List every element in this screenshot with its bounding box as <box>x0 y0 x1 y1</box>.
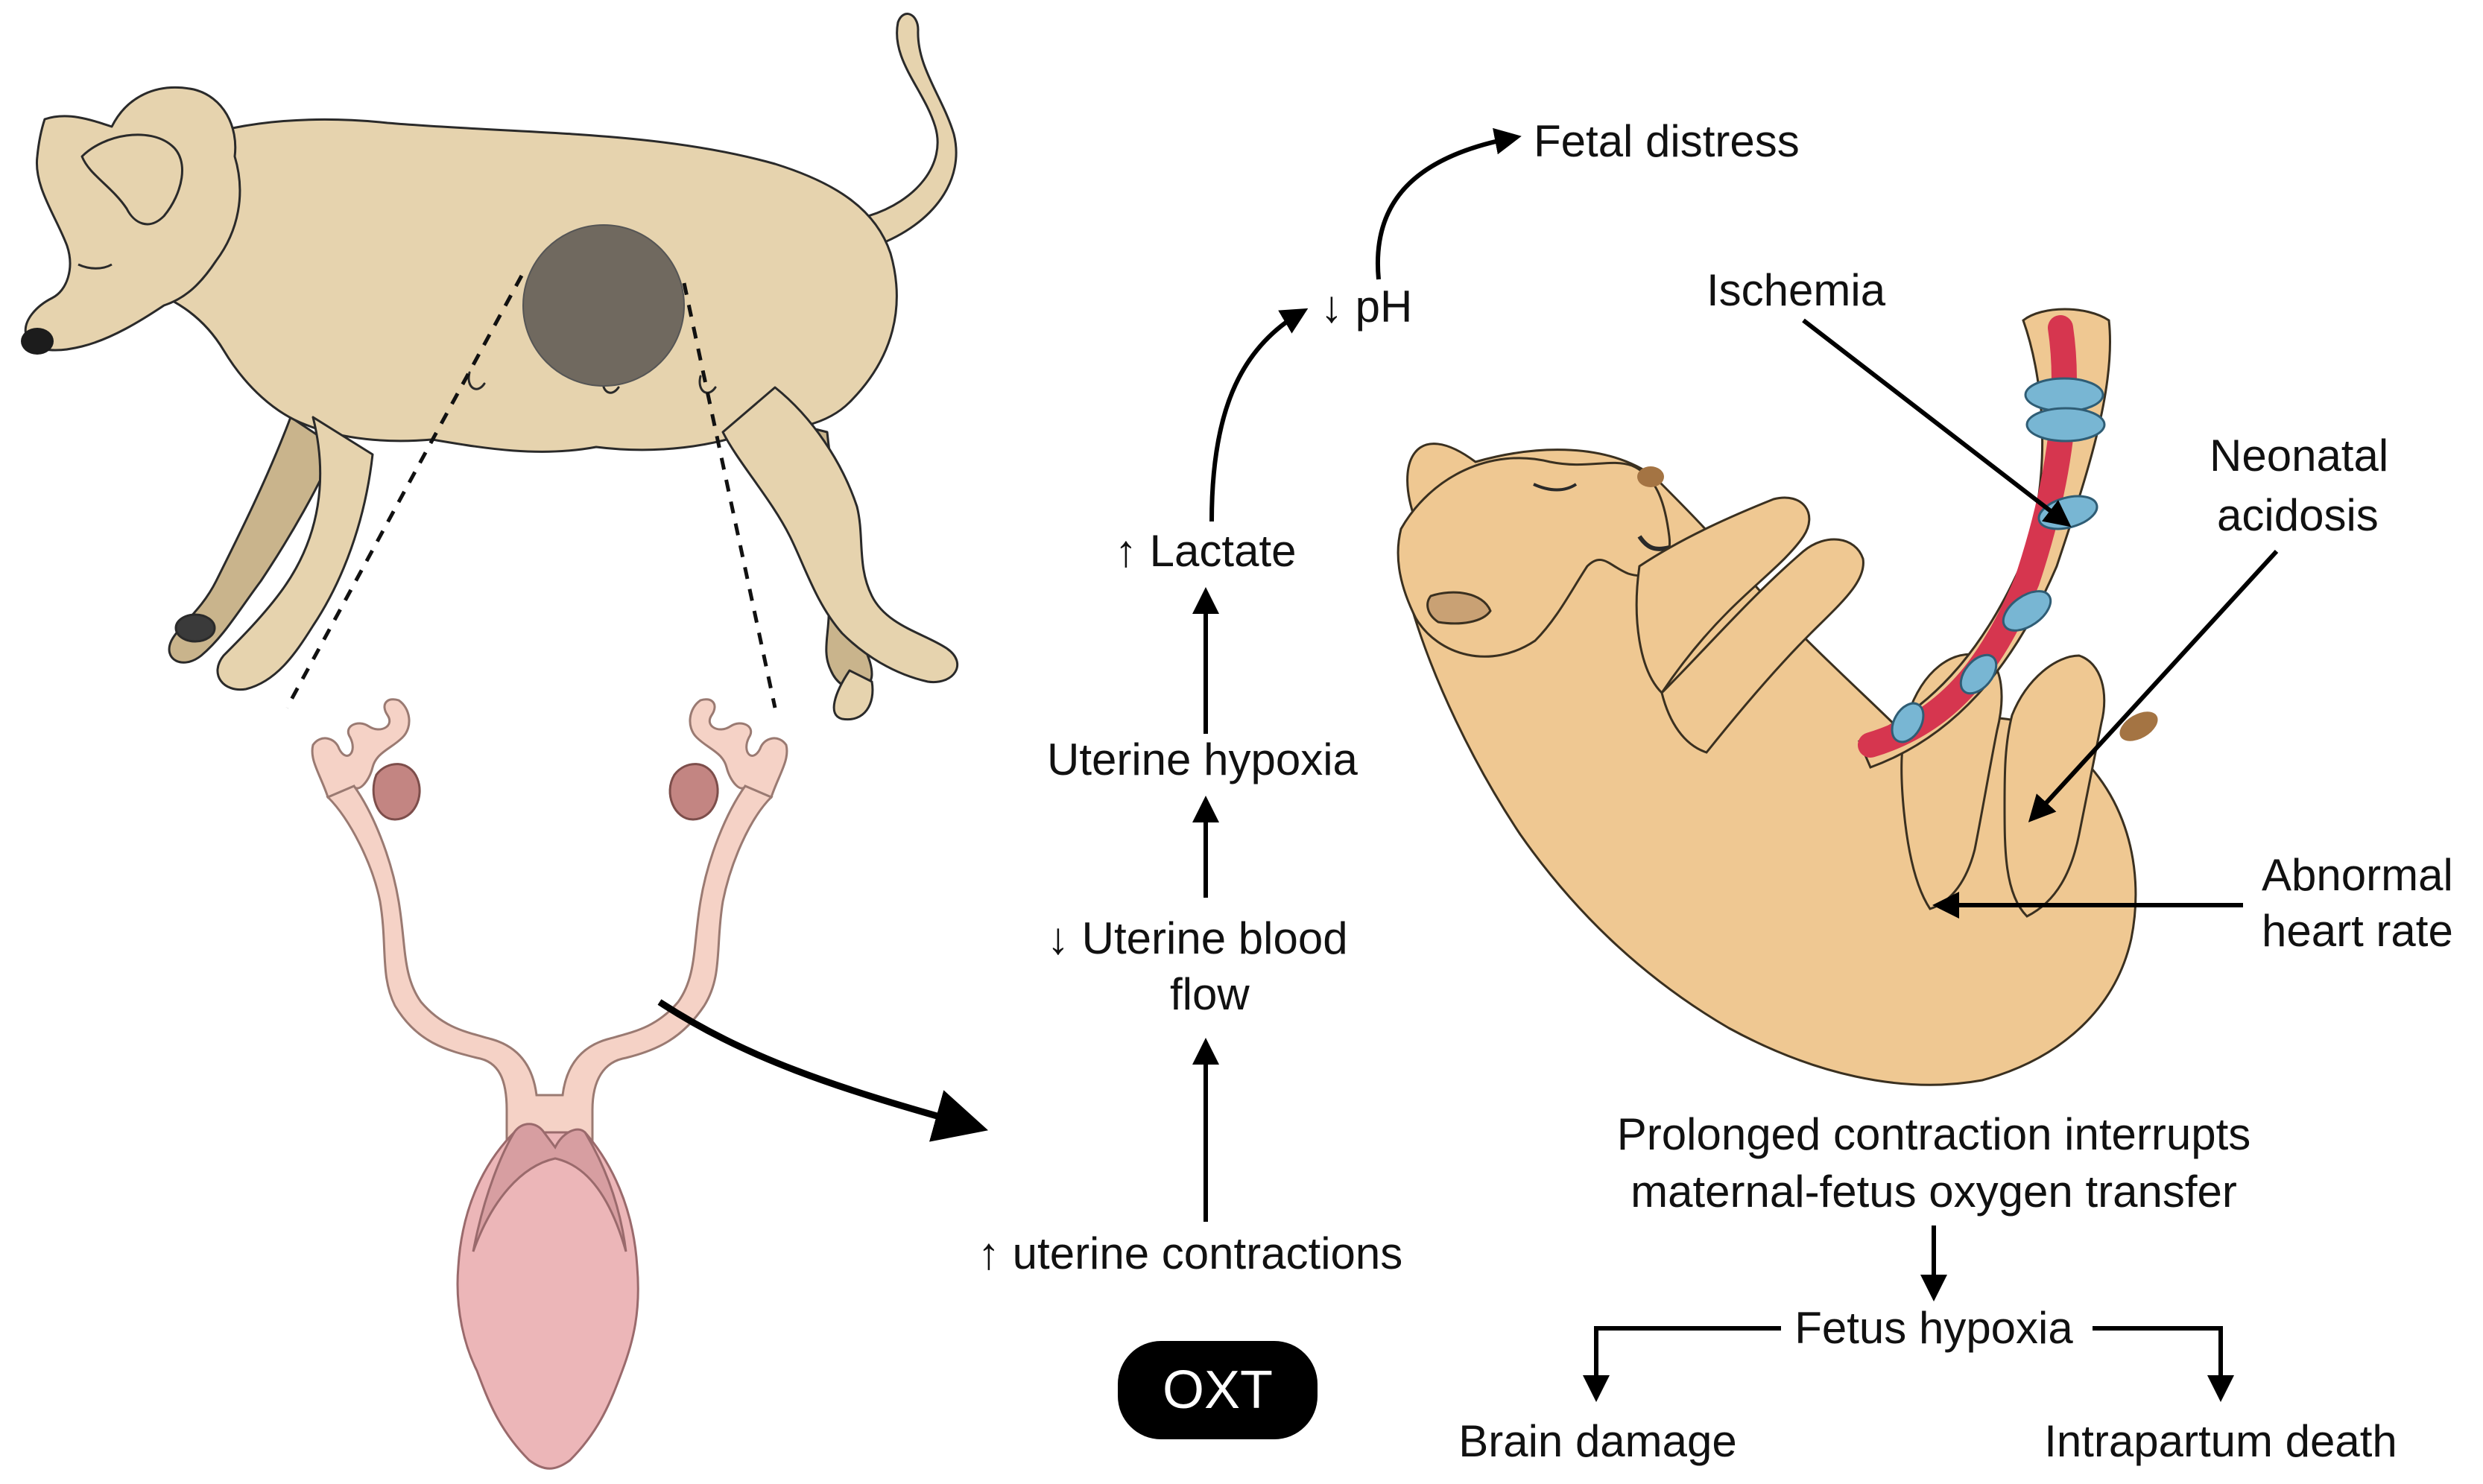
neonatal-acidosis-label-1: Neonatal <box>2210 431 2388 481</box>
uterine-hypoxia-label: Uterine hypoxia <box>1047 735 1358 784</box>
brain-damage-label: Brain damage <box>1458 1416 1737 1466</box>
prolonged-contraction-label-2: maternal-fetus oxygen transfer <box>1630 1167 2237 1217</box>
uterine-blood-flow-label-2: flow <box>1170 969 1250 1019</box>
ph-label: ↓ pH <box>1320 282 1412 332</box>
abnormal-heart-rate-label-2: heart rate <box>2262 906 2453 956</box>
ischemia-label: Ischemia <box>1707 265 1886 315</box>
uterus-highlight <box>522 224 685 387</box>
oxt-badge <box>1118 1341 1318 1439</box>
uterus-illustration <box>311 698 788 1470</box>
uterine-blood-flow-label-1: ↓ Uterine blood <box>1047 913 1348 963</box>
newborn-puppy-illustration <box>1397 308 2158 1086</box>
zoom-lines <box>285 274 777 709</box>
uterine-contractions-label: ↑ uterine contractions <box>978 1228 1402 1278</box>
oxt-label: OXT <box>1163 1360 1273 1420</box>
intrapartum-death-label: Intrapartum death <box>2044 1416 2397 1466</box>
outcomes-flow: Prolonged contraction interrupts materna… <box>1458 1109 2397 1466</box>
prolonged-contraction-label-1: Prolonged contraction interrupts <box>1617 1109 2251 1159</box>
fetal-distress-label: Fetal distress <box>1534 116 1800 166</box>
pregnant-dog-illustration <box>21 13 959 721</box>
abnormal-heart-rate-label-1: Abnormal <box>2262 850 2453 900</box>
uterus-to-flow-arrow <box>657 999 989 1142</box>
lactate-label: ↑ Lactate <box>1115 526 1297 576</box>
puppy-annotations: Ischemia Neonatal acidosis Abnormal hear… <box>1707 265 2453 956</box>
causal-flowchart: Fetal distress ↓ pH ↑ Lactate Uterine hy… <box>978 116 1800 1439</box>
fetus-hypoxia-label: Fetus hypoxia <box>1794 1303 2073 1353</box>
neonatal-acidosis-label-2: acidosis <box>2217 490 2379 540</box>
